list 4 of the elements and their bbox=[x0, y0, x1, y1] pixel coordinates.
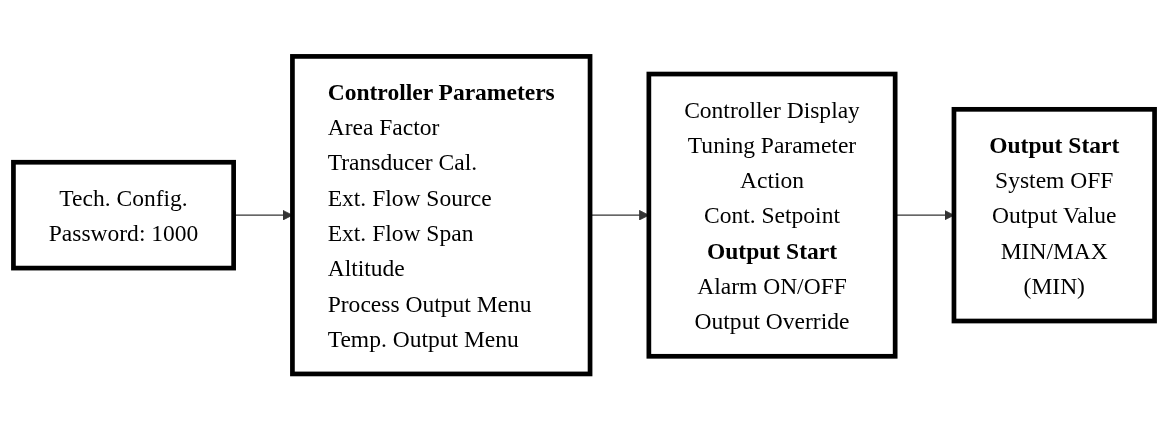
node-box: Output Start System OFF Output Value MIN/MAX (MIN) bbox=[951, 107, 1157, 324]
node-box: Tech. Config. Password: 1000 bbox=[10, 160, 236, 271]
node-box: Controller Parameters Area Factor Transducer Cal. Ext. Flow Source Ext. Flow Span Altitude Process Output Menu Temp. Output Menu bbox=[289, 54, 592, 377]
node-box: Controller Display Tuning Parameter Action Cont. Setpoint Output Start Alarm ON/OFF Output Override bbox=[646, 72, 897, 359]
